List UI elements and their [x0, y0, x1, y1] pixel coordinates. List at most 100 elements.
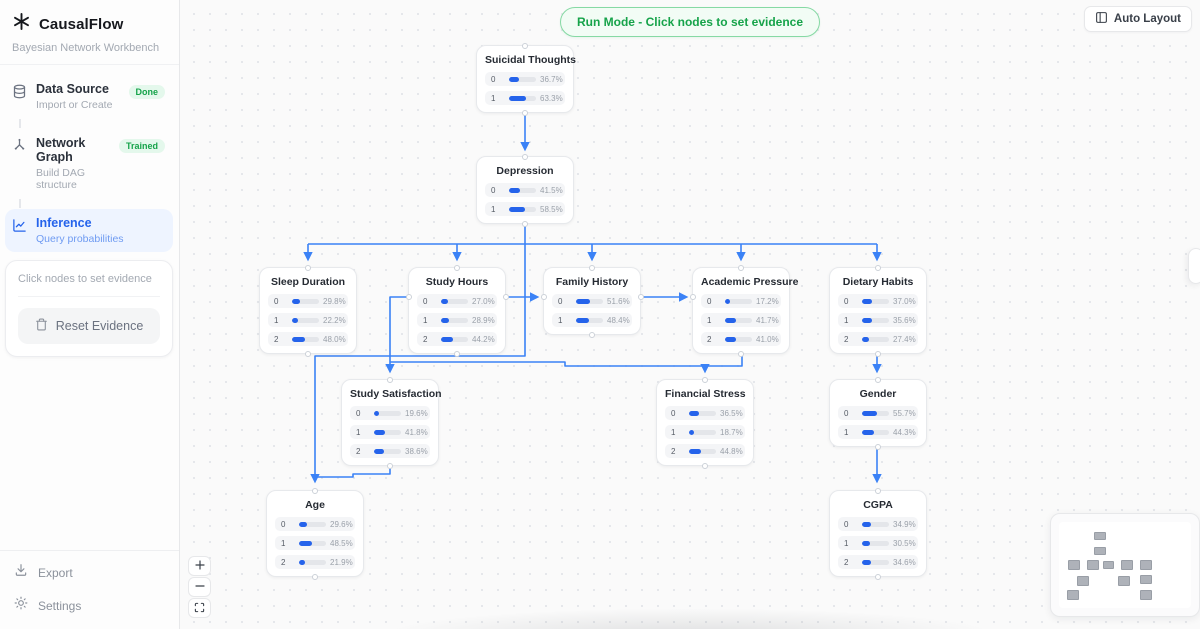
node-title: Family History — [555, 276, 629, 288]
state-label: 0 — [558, 296, 563, 306]
connector-top — [589, 264, 595, 271]
auto-layout-button[interactable]: Auto Layout — [1083, 6, 1192, 32]
zoom-out-button[interactable] — [188, 577, 211, 597]
probability-bar — [509, 187, 536, 193]
state-label: 1 — [356, 427, 361, 437]
minimap[interactable] — [1050, 513, 1200, 617]
probability-bar — [299, 540, 326, 546]
state-label: 0 — [844, 519, 849, 529]
database-icon — [12, 84, 28, 100]
probability-value: 21.9% — [330, 557, 353, 567]
step-title: Network Graph — [36, 136, 86, 164]
network-icon — [12, 138, 28, 154]
minimap-node — [1140, 590, 1152, 600]
connector-top — [875, 264, 881, 271]
probability-value: 27.4% — [893, 334, 916, 344]
probability-value: 37.0% — [893, 296, 916, 306]
connector-top — [522, 42, 528, 49]
probability-value: 36.7% — [540, 74, 563, 84]
probability-bar — [725, 336, 752, 342]
state-label: 0 — [281, 519, 286, 529]
probability-value: 41.0% — [756, 334, 779, 344]
probability-value: 38.6% — [405, 446, 428, 456]
state-label: 1 — [281, 538, 286, 548]
panel-handle[interactable] — [1188, 248, 1200, 284]
node-title: Sleep Duration — [270, 276, 346, 288]
reset-evidence-button[interactable]: Reset Evidence — [18, 308, 160, 344]
probability-bar — [725, 317, 752, 323]
footer-label: Settings — [38, 598, 82, 613]
plus-icon — [194, 559, 206, 574]
state-label: 2 — [671, 446, 676, 456]
connector-bottom — [875, 573, 881, 580]
probability-value: 29.8% — [323, 296, 346, 306]
connector-top — [875, 487, 881, 494]
step-subtitle: Build DAG structure — [36, 167, 86, 191]
step-subtitle: Import or Create — [36, 99, 113, 111]
connector-top — [522, 153, 528, 160]
step-title: Data Source — [36, 82, 109, 96]
minus-icon — [194, 580, 206, 595]
connector-bottom — [312, 573, 318, 580]
probability-bar — [689, 410, 716, 416]
probability-value: 19.6% — [405, 408, 428, 418]
probability-value: 36.5% — [720, 408, 743, 418]
state-label: 2 — [281, 557, 286, 567]
state-label: 2 — [274, 334, 279, 344]
fit-view-button[interactable] — [188, 598, 211, 618]
maximize-icon — [194, 601, 205, 616]
connector-bottom — [522, 220, 528, 227]
zoom-in-button[interactable] — [188, 556, 211, 576]
minimap-node — [1103, 561, 1114, 569]
minimap-node — [1121, 560, 1133, 570]
state-label: 0 — [491, 74, 496, 84]
state-row: 2 41.0% — [701, 332, 781, 346]
state-label: 2 — [707, 334, 712, 344]
probability-value: 63.3% — [540, 93, 563, 103]
probability-bar — [576, 317, 603, 323]
app-subtitle: Bayesian Network Workbench — [12, 42, 160, 54]
run-mode-button[interactable]: Run Mode - Click nodes to set evidence — [559, 7, 821, 37]
connector-top — [305, 264, 311, 271]
sidebar: CausalFlow Bayesian Network Workbench Da… — [0, 0, 180, 629]
settings-button[interactable]: Settings — [14, 596, 165, 615]
connector-bottom — [875, 443, 881, 450]
minimap-node — [1140, 560, 1152, 570]
divider — [18, 296, 160, 297]
state-row: 0 36.7% — [485, 72, 565, 86]
probability-bar — [862, 540, 889, 546]
export-button[interactable]: Export — [14, 563, 165, 582]
minimap-node — [1068, 560, 1080, 570]
connector-bottom — [305, 350, 311, 357]
probability-bar — [299, 559, 326, 565]
connector-left — [689, 294, 696, 300]
